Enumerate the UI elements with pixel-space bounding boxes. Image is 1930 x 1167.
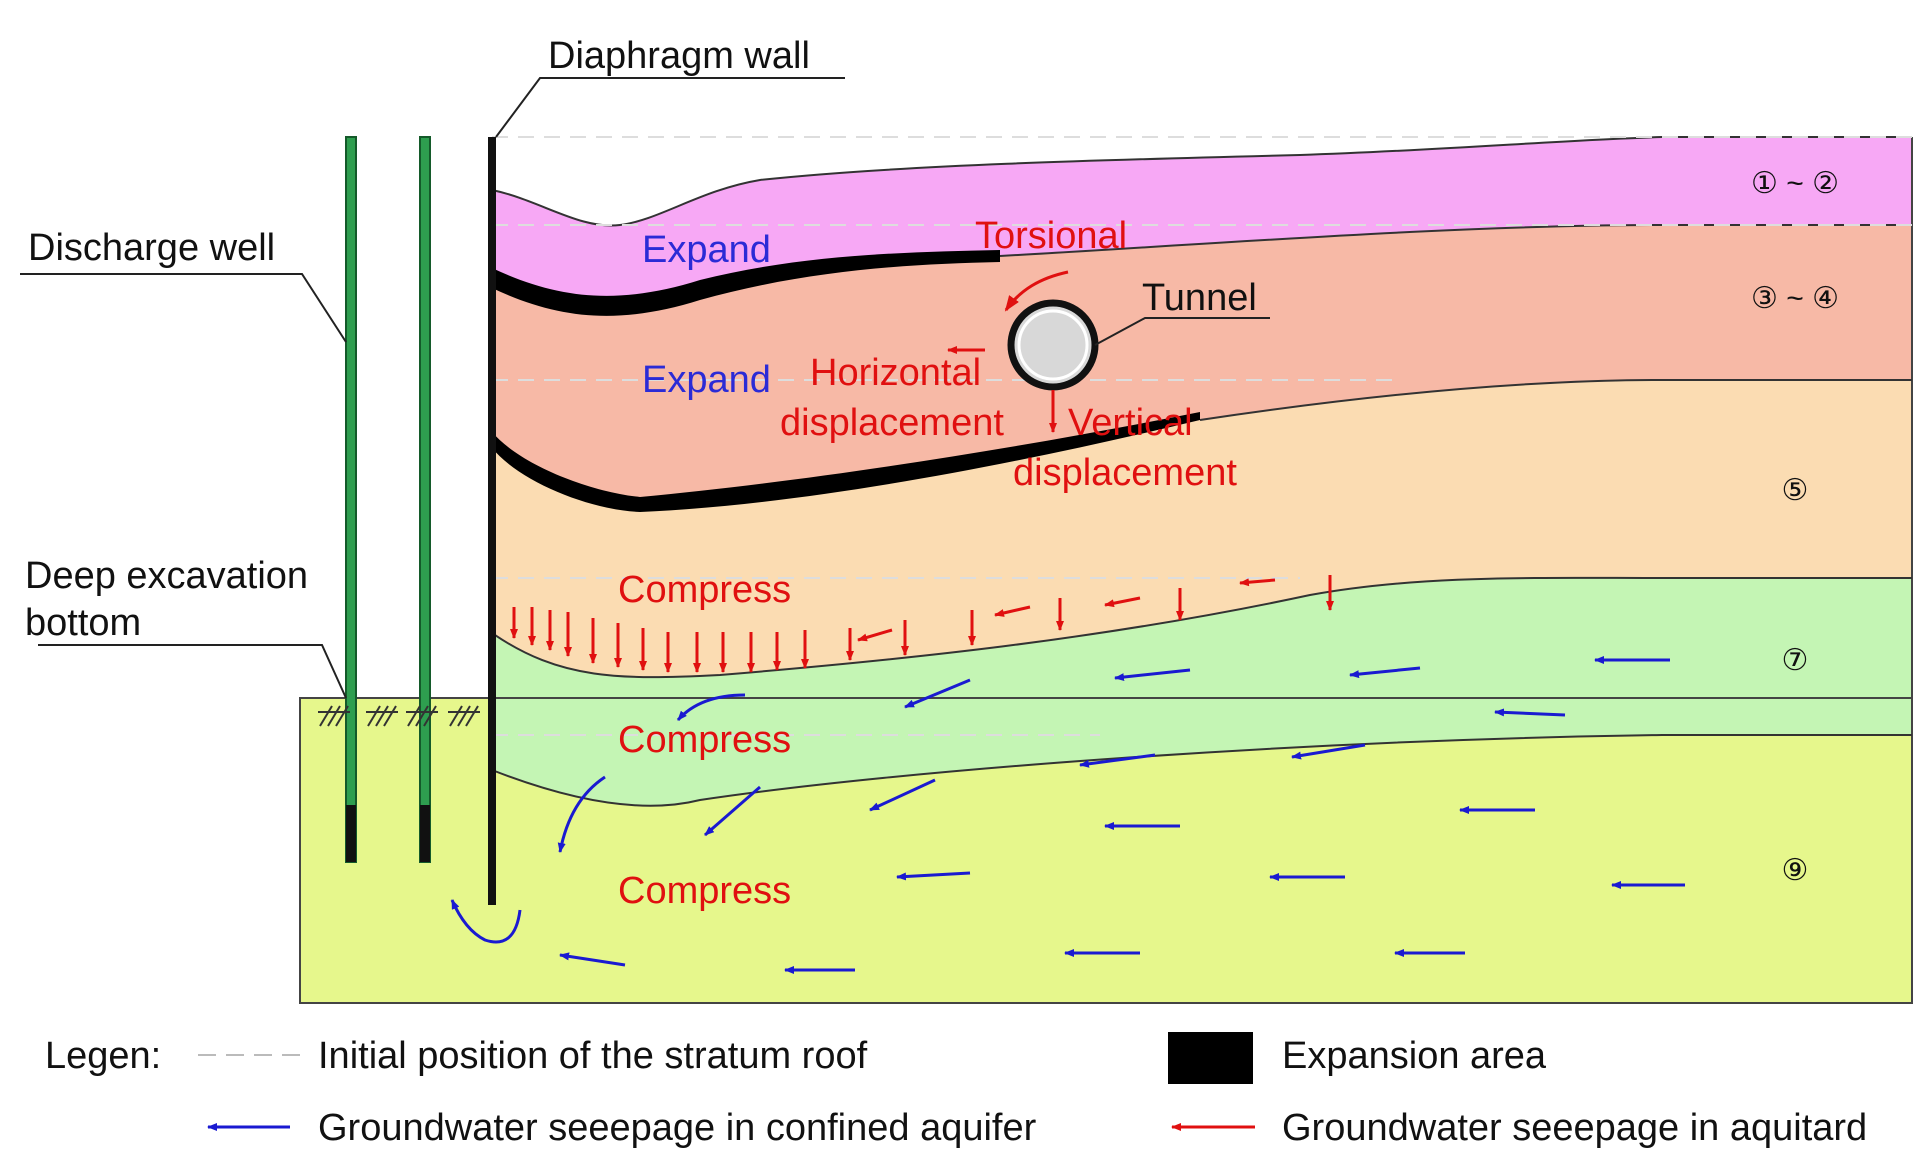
deep-excavation-label: Deep excavation — [25, 555, 308, 597]
torsional-arrow — [1004, 270, 1069, 312]
tunnel-leader — [1094, 317, 1270, 346]
aquitard-seepage-left-arrows — [857, 578, 1276, 642]
expand-label-upper: Expand — [642, 229, 771, 271]
vertical-label: Vertical — [1068, 402, 1193, 444]
compress-label-3: Compress — [618, 870, 791, 912]
horizontal-label: Horizontal — [810, 352, 981, 394]
legend-confined-label: Groundwater seeepage in confined aquifer — [318, 1107, 1037, 1149]
legend-title: Legen: — [45, 1035, 161, 1077]
legend-aquitard-label: Groundwater seeepage in aquitard — [1282, 1107, 1867, 1149]
horizontal-label-2: displacement — [780, 402, 1004, 444]
layer-9-stratum — [300, 698, 1912, 1003]
confined-seepage-arrows — [450, 656, 1685, 974]
excavation-bottom-leader — [38, 644, 347, 699]
tunnel-label: Tunnel — [1142, 277, 1257, 319]
legend-initial-position-label: Initial position of the stratum roof — [318, 1035, 868, 1077]
discharge-well-label: Discharge well — [28, 227, 275, 269]
layer-label-9: ⑨ — [1782, 854, 1809, 887]
tunnel-icon — [1007, 299, 1099, 391]
legend-expansion-swatch — [1168, 1032, 1253, 1084]
diaphragm-wall-label: Diaphragm wall — [548, 35, 810, 77]
aquitard-seepage-down-arrows — [510, 575, 1334, 673]
initial-roof-dashes — [492, 136, 1912, 736]
expand-label-lower: Expand — [642, 359, 771, 401]
discharge-well-2-screen — [420, 805, 430, 862]
layer-label-5: ⑤ — [1782, 474, 1809, 507]
torsional-label: Torsional — [975, 215, 1127, 257]
layer-7-stratum — [492, 577, 1912, 806]
discharge-well-leader — [20, 273, 347, 343]
vertical-label-2: displacement — [1013, 452, 1237, 494]
compress-label-1: Compress — [618, 569, 791, 611]
layer-label-7: ⑦ — [1782, 644, 1809, 677]
layer-label-1-2: ① ~ ② — [1751, 167, 1839, 200]
expansion-band-upper — [492, 250, 1000, 316]
diaphragm-wall — [488, 137, 496, 905]
deep-excavation-label-2: bottom — [25, 602, 141, 644]
tunnel-inner-ring — [1017, 309, 1089, 381]
legend-expansion-label: Expansion area — [1282, 1035, 1547, 1077]
legend: Legen: Initial position of the stratum r… — [45, 1032, 1867, 1149]
discharge-wells — [345, 136, 431, 863]
discharge-well-1 — [345, 136, 357, 863]
discharge-well-2 — [419, 136, 431, 863]
diaphragm-wall-leader — [495, 77, 845, 138]
layer-5-stratum — [492, 380, 1912, 678]
layer-3-4-stratum — [492, 225, 1912, 505]
compress-label-2: Compress — [618, 719, 791, 761]
discharge-well-1-screen — [346, 805, 356, 862]
layer-label-3-4: ③ ~ ④ — [1751, 282, 1839, 315]
ground-hatch — [318, 705, 480, 727]
layer-1-2-stratum — [492, 137, 1912, 306]
